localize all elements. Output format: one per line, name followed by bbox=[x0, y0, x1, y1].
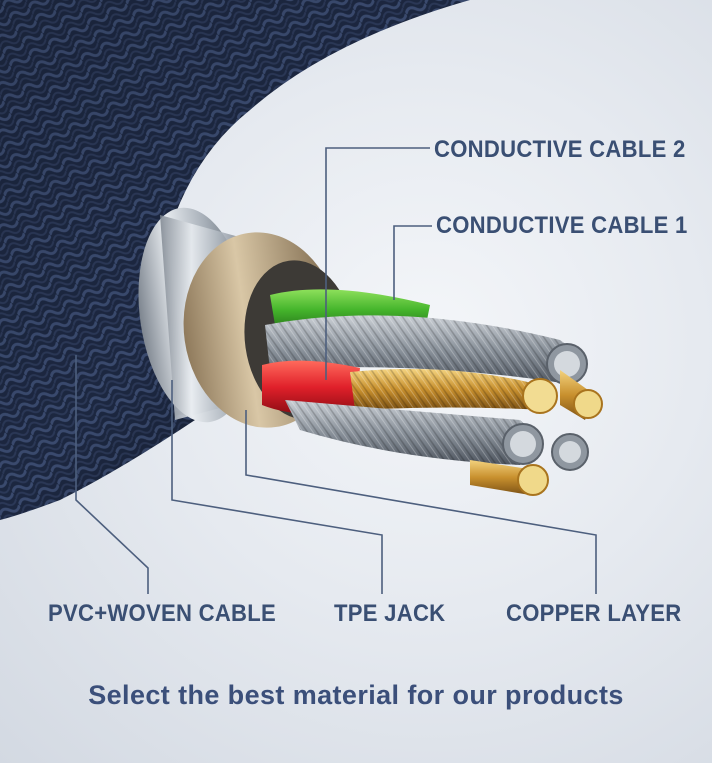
leader-line-pvc bbox=[75, 355, 149, 594]
label-conductive-cable-1: CONDUCTIVE CABLE 1 bbox=[436, 212, 688, 239]
tagline: Select the best material for our product… bbox=[88, 680, 624, 710]
silver-wire-bottom bbox=[285, 400, 589, 471]
label-tpe-jack: TPE JACK bbox=[334, 600, 446, 627]
leader-line-cable-2 bbox=[325, 147, 430, 380]
leader-line-tpe bbox=[171, 380, 383, 594]
copper-conductor-bottom bbox=[470, 460, 549, 496]
leader-line-cable-1 bbox=[393, 225, 432, 300]
leader-line-copper bbox=[245, 410, 597, 594]
leader-lines bbox=[75, 147, 597, 594]
label-pvc-woven-cable: PVC+WOVEN CABLE bbox=[48, 600, 277, 627]
label-conductive-cable-2: CONDUCTIVE CABLE 2 bbox=[434, 136, 686, 163]
copper-conductor-main bbox=[350, 368, 558, 414]
copper-conductor-side bbox=[560, 370, 603, 420]
braided-cable-body bbox=[0, 0, 470, 520]
silver-wire-top bbox=[265, 315, 588, 385]
label-copper-layer: COPPER LAYER bbox=[506, 600, 682, 627]
